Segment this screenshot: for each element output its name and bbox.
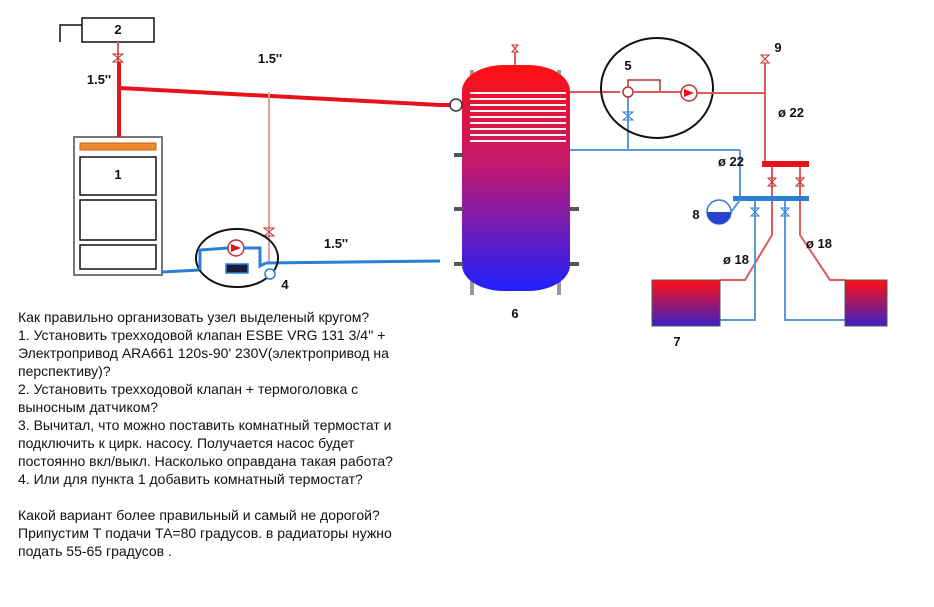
question-line: Как правильно организовать узел выделены… — [18, 309, 370, 325]
hot-supply-pipe — [117, 62, 453, 137]
question-line: выносным датчиком? — [18, 399, 158, 415]
question-line: Электропривод ARA661 120s-90' 230V(элект… — [18, 345, 389, 361]
label-1: 1 — [114, 167, 121, 182]
label-5: 5 — [624, 58, 631, 73]
question-line: Какой вариант более правильный и самый н… — [18, 507, 380, 523]
question-line: постоянно вкл/выкл. Насколько оправдана … — [18, 453, 393, 469]
diameter-22-a: ø 22 — [778, 105, 804, 120]
boiler-1: 1 — [73, 136, 163, 276]
air-vent-icon — [510, 44, 520, 53]
expansion-vessel-8: 8 — [692, 199, 741, 225]
label-8: 8 — [692, 207, 699, 222]
pipe-size-left: 1.5'' — [87, 72, 111, 87]
label-7: 7 — [673, 334, 680, 349]
mixing-node-5: 5 — [600, 37, 714, 139]
question-line: 1. Установить трехходовой клапан ESBE VR… — [18, 327, 386, 343]
question-line: подключить к цирк. насосу. Получается на… — [18, 435, 355, 451]
radiator-left-7: 7 — [651, 279, 721, 349]
question-line: Припустим Т подачи ТА=80 градусов. в рад… — [18, 525, 392, 541]
valve-icon — [264, 268, 276, 280]
hot-manifold — [762, 161, 809, 167]
label-6: 6 — [511, 306, 518, 321]
tank-hot-outlet — [570, 91, 740, 151]
radiator-right — [844, 279, 888, 327]
three-way-valve-icon — [622, 86, 634, 98]
question-line: 3. Вычитал, что можно поставить комнатны… — [18, 417, 392, 433]
buffer-tank-6: 6 — [449, 65, 579, 321]
distribution-cold — [720, 150, 845, 321]
question-line: подать 55-65 градусов . — [18, 543, 172, 559]
cold-manifold — [733, 196, 809, 201]
pump-unit-4: 4 — [195, 228, 289, 292]
air-vent-icon — [759, 54, 771, 64]
cold-return-pipe — [161, 259, 441, 274]
controller-icon — [225, 263, 249, 274]
valve-icon — [111, 53, 125, 63]
diameter-18-b: ø 18 — [806, 236, 832, 251]
diameter-18-a: ø 18 — [723, 252, 749, 267]
label-4: 4 — [281, 277, 289, 292]
diameter-22-b: ø 22 — [718, 154, 744, 169]
pipe-size-bottom: 1.5'' — [324, 236, 348, 251]
valves — [749, 177, 806, 217]
question-line: 4. Или для пункта 1 добавить комнатный т… — [18, 471, 363, 487]
question-line: перспективу)? — [18, 363, 111, 379]
question-line: 2. Установить трехходовой клапан + термо… — [18, 381, 359, 397]
pipe-size-top: 1.5'' — [258, 51, 282, 66]
question-text: Как правильно организовать узел выделены… — [18, 308, 488, 560]
label-2: 2 — [114, 22, 121, 37]
label-9: 9 — [774, 40, 781, 55]
expansion-vessel-2: 2 — [59, 17, 155, 43]
